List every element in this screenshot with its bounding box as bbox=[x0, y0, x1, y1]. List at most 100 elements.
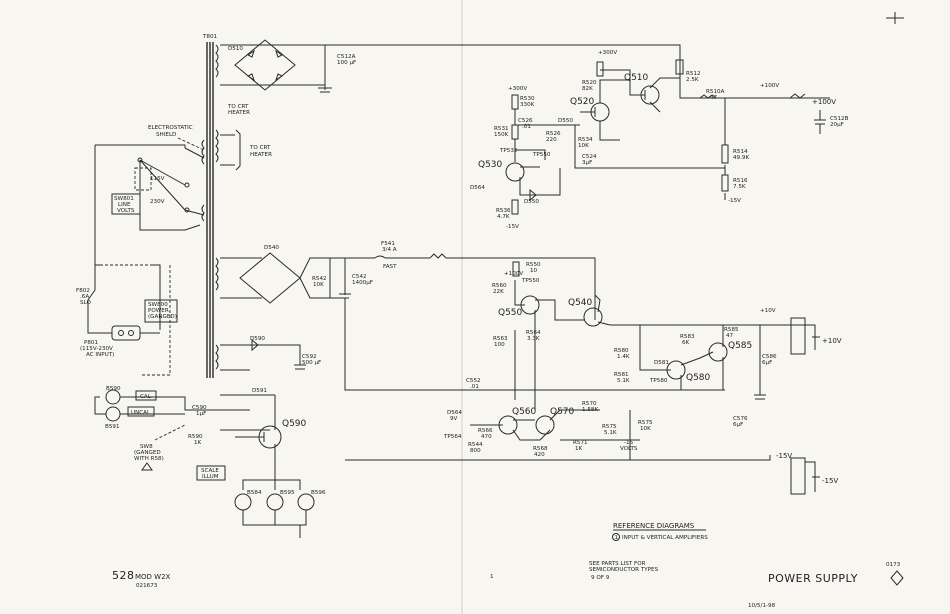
reference-item: INPUT & VERTICAL AMPLIFIERS bbox=[622, 535, 708, 541]
c512b-label: 20µF bbox=[830, 122, 844, 128]
q510-label: Q510 bbox=[624, 73, 649, 83]
r568-label: R568 bbox=[533, 446, 548, 452]
d590-label: D590 bbox=[250, 336, 265, 342]
r514-label: R514 bbox=[733, 149, 748, 155]
q585-label: Q585 bbox=[728, 341, 752, 351]
handwritten-note: 10/5/1-98 bbox=[748, 603, 776, 609]
voltage-230-label: 230V bbox=[150, 199, 165, 205]
r550-label: 10 bbox=[530, 268, 538, 274]
r560-label: 22K bbox=[493, 289, 504, 295]
bridge-d540: D540 R542 10K C542 1400µF F541 3/4 A FAS… bbox=[220, 241, 725, 391]
voltage-115-label: 115V bbox=[150, 176, 165, 182]
crt-heater-label: HEATER bbox=[250, 152, 272, 158]
tp564-label: TP564 bbox=[443, 434, 462, 440]
c526-label: C526 bbox=[518, 118, 533, 124]
r590-label: R590 bbox=[188, 434, 203, 440]
rail-neg15-label: -15V bbox=[506, 224, 519, 230]
d564-label: D564 bbox=[447, 410, 462, 416]
regulator-10v: +100V R550 10 R560 22K TP550 Q550 Q540 R… bbox=[345, 261, 842, 495]
rail-neg15-label: -15V bbox=[776, 452, 792, 460]
c526-label: .01 bbox=[522, 124, 531, 130]
r520-label: 82K bbox=[582, 86, 593, 92]
r583-label: R583 bbox=[680, 334, 695, 340]
c590-label: 1µF bbox=[196, 411, 206, 417]
r520-label: R520 bbox=[582, 80, 597, 86]
plug-p801-label: (115V-230V bbox=[80, 346, 113, 352]
q580-label: Q580 bbox=[686, 373, 711, 383]
drawing-date: 021673 bbox=[136, 583, 158, 589]
model-mod: MOD W2X bbox=[135, 573, 171, 581]
r560-label: R560 bbox=[492, 283, 507, 289]
crt-heater-label: TO CRT bbox=[227, 104, 249, 110]
r512-label: 2.5K bbox=[686, 77, 699, 83]
model-number: 528 bbox=[112, 569, 135, 582]
rail-neg15-out-label: -15V bbox=[822, 477, 838, 485]
r575-pot-label: R575 bbox=[638, 420, 653, 426]
r581-label: R581 bbox=[614, 372, 629, 378]
r575-label: R575 bbox=[602, 424, 617, 430]
rail-100v-label: +100V bbox=[504, 271, 523, 277]
c590-label: C590 bbox=[192, 405, 207, 411]
r531-label: R531 bbox=[494, 126, 509, 132]
plug-p801-label: AC INPUT) bbox=[86, 352, 114, 358]
r575-pot-label: 10K bbox=[640, 426, 651, 432]
fuse-f541-label: 3/4 A bbox=[382, 247, 397, 253]
r526-label: 220 bbox=[546, 137, 557, 143]
tp550-label: TP550 bbox=[521, 278, 540, 284]
r544-label: 800 bbox=[470, 448, 481, 454]
r571-label: R571 bbox=[573, 440, 588, 446]
c512b-label: C512B bbox=[830, 116, 849, 122]
sw800-label: (GANGED) bbox=[148, 314, 177, 320]
fuse-f802-label: F802 bbox=[76, 288, 90, 294]
bulb-b584-label: B584 bbox=[247, 490, 262, 496]
sw8-label: SW8 bbox=[140, 444, 153, 450]
small-note: 1 bbox=[490, 574, 494, 580]
r563-label: 100 bbox=[494, 342, 505, 348]
r580-label: R580 bbox=[614, 348, 629, 354]
r571-label: 1K bbox=[575, 446, 583, 452]
bulb-b590-label: B590 bbox=[106, 386, 121, 392]
r568-label: 420 bbox=[534, 452, 545, 458]
tp532-label: TP532 bbox=[499, 148, 517, 154]
sw801-label: VOLTS bbox=[117, 208, 135, 214]
r590-label: 1K bbox=[194, 440, 202, 446]
r542-label: R542 bbox=[312, 276, 327, 282]
d564-label: 9V bbox=[450, 416, 458, 422]
adj-volts-label: -15 bbox=[624, 440, 634, 446]
sw801-label: SW801 bbox=[114, 196, 134, 202]
r514-label: 49.9K bbox=[733, 155, 749, 161]
r564-label: 3.3K bbox=[527, 336, 540, 342]
q520-label: Q520 bbox=[570, 97, 595, 107]
rail-10v-out-label: +10V bbox=[822, 337, 842, 345]
tektronix-logo bbox=[890, 570, 904, 586]
r581-label: 5.1K bbox=[617, 378, 630, 384]
q550-label: Q550 bbox=[498, 308, 523, 318]
primary-circuit: 230V 115V SW801 LINE VOLTS F802 .6A SLO … bbox=[76, 144, 205, 376]
sw800-label: POWER bbox=[148, 308, 169, 314]
r570-label: 1.58K bbox=[582, 407, 598, 413]
r575-label: 5.1K bbox=[604, 430, 617, 436]
c552-label: .01 bbox=[470, 384, 479, 390]
transformer-t801: T801 ELECTROSTATIC SHIELD bbox=[148, 34, 219, 378]
r585-label: R585 bbox=[724, 327, 739, 333]
d520-label: D550 bbox=[558, 118, 573, 124]
rail-10v-label: +10V bbox=[760, 308, 776, 314]
d550-label: D550 bbox=[524, 199, 539, 205]
title-block: 528 MOD W2X 021673 1 9 OF 9 POWER SUPPLY… bbox=[112, 522, 904, 609]
c592-label: 500 µF bbox=[302, 360, 321, 366]
r583-label: 6K bbox=[682, 340, 690, 346]
plug-p801-label: P801 bbox=[84, 340, 98, 346]
r526-label: R526 bbox=[546, 131, 561, 137]
r566-label: 470 bbox=[481, 434, 492, 440]
bulb-b591-label: B591 bbox=[105, 424, 120, 430]
r516-label: R516 bbox=[733, 178, 748, 184]
r530-label: 330K bbox=[520, 102, 535, 108]
c576-label: C576 bbox=[733, 416, 748, 422]
rail-300v-label: +300V bbox=[508, 86, 527, 92]
d591-label: D591 bbox=[252, 388, 267, 394]
diode-d540-label: D540 bbox=[264, 245, 279, 251]
r585-label: 47 bbox=[726, 333, 734, 339]
crt-heater-label: HEATER bbox=[228, 110, 250, 116]
r564-label: R564 bbox=[526, 330, 541, 336]
